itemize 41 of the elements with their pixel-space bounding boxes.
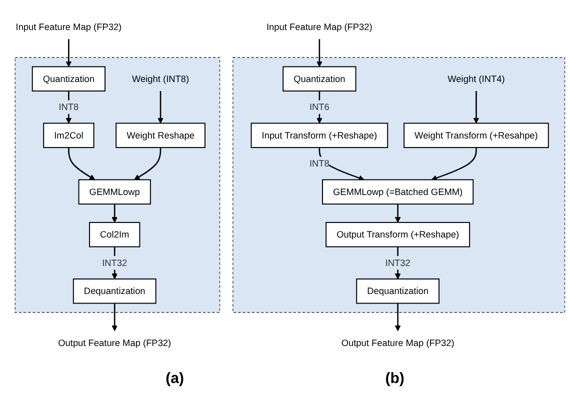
arrow (431, 148, 477, 181)
arrow (394, 204, 401, 223)
arrow (158, 91, 164, 124)
edge-label: INT32 (385, 257, 410, 268)
node-box: Quantization (282, 66, 356, 92)
node-text: Input Feature Map (FP32) (16, 21, 122, 32)
node-box: Im2Col (43, 122, 94, 148)
cluster (14, 57, 220, 313)
edge-label: INT32 (102, 257, 128, 268)
node-box: Weight Reshape (116, 122, 206, 148)
arrow (66, 39, 72, 67)
panel-label: (a) (166, 370, 184, 387)
panel-label: (b) (385, 370, 404, 387)
arrow (473, 91, 480, 124)
node-text: Output Feature Map (FP32) (341, 337, 454, 348)
node-text: Weight (INT8) (132, 73, 190, 84)
edge-label: INT8 (309, 158, 330, 169)
node-box: Weight Transform (+Resahpe) (404, 122, 549, 148)
edge-label: INT6 (309, 102, 330, 112)
node-box: Input Transform (+Reshape) (250, 122, 388, 148)
arrow (68, 148, 96, 180)
node-box: Output Transform (+Reshape) (326, 222, 470, 248)
node-box: Dequantization (356, 278, 440, 304)
arrow (394, 303, 401, 332)
cluster (232, 57, 566, 313)
arrow (66, 91, 72, 124)
arrow (112, 204, 118, 223)
node-text: Input Feature Map (FP32) (266, 21, 372, 32)
node-text: Weight (INT4) (448, 73, 505, 84)
node-box: Dequantization (72, 278, 156, 304)
node-box: GEMMLowp (=Batched GEMM) (322, 179, 474, 205)
node-box: Col2Im (89, 222, 140, 248)
node-box: Quantization (32, 66, 106, 92)
arrow (318, 148, 364, 181)
edge-label: INT8 (58, 102, 79, 112)
arrow (316, 39, 322, 67)
node-text: Output Feature Map (FP32) (58, 337, 172, 348)
arrow (134, 148, 162, 180)
node-box: GEMMLowp (78, 179, 151, 205)
arrow (316, 91, 322, 124)
arrow (112, 303, 118, 332)
